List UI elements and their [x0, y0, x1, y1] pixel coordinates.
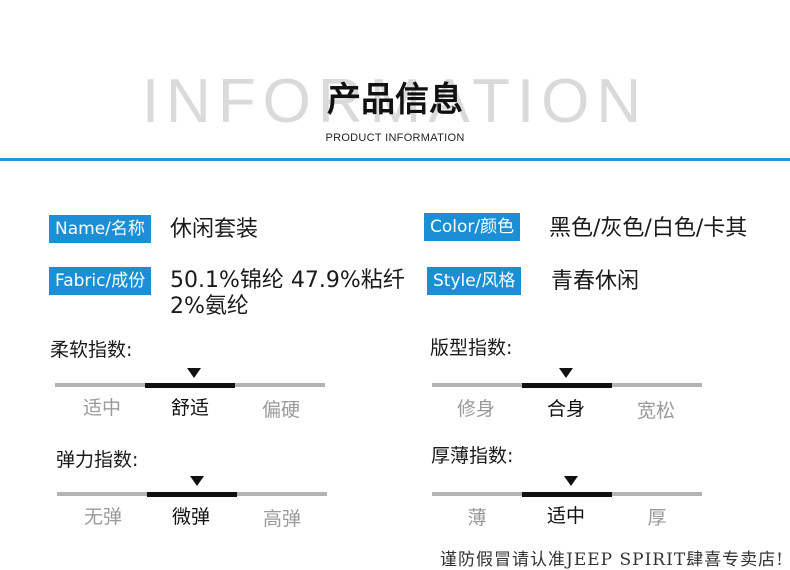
header-divider	[0, 158, 790, 161]
anti-counterfeit-notice: 谨防假冒请认准JEEP SPIRIT肆喜专卖店!	[440, 550, 784, 570]
fit-option-3: 宽松	[636, 400, 675, 422]
fit-title: 版型指数:	[430, 337, 513, 359]
thickness-option-3: 厚	[647, 507, 667, 529]
elasticity-bar	[57, 491, 327, 497]
fit-pointer-icon	[559, 368, 573, 378]
softness-option-2: 舒适	[170, 397, 209, 419]
fit-seg-2	[522, 382, 612, 388]
elasticity-seg-2	[147, 491, 237, 497]
softness-seg-1	[55, 383, 145, 387]
softness-bar	[55, 382, 325, 388]
softness-pointer-icon	[187, 368, 201, 378]
thickness-option-2: 适中	[546, 505, 585, 527]
fabric-value-line2: 2%氨纶	[170, 294, 249, 319]
style-label: Style/风格	[427, 267, 522, 295]
thickness-option-1: 薄	[467, 507, 487, 529]
thickness-seg-2	[522, 491, 612, 497]
thickness-pointer-icon	[564, 476, 578, 486]
fabric-value-line1: 50.1%锦纶 47.9%粘纤	[170, 268, 405, 293]
fit-option-2: 合身	[546, 398, 585, 420]
elasticity-pointer-icon	[190, 476, 204, 486]
softness-title: 柔软指数:	[50, 339, 133, 361]
thickness-seg-3	[612, 492, 702, 496]
background-word: INFORMATION	[141, 67, 649, 136]
elasticity-seg-3	[237, 492, 327, 496]
softness-seg-2	[145, 382, 235, 388]
softness-option-1: 适中	[82, 397, 121, 419]
thickness-bar	[432, 491, 702, 497]
page-title: 产品信息	[327, 80, 463, 120]
fabric-label: Fabric/成份	[49, 267, 152, 295]
thickness-title: 厚薄指数:	[431, 445, 514, 467]
fit-option-1: 修身	[456, 398, 495, 420]
style-value: 青春休闲	[551, 269, 640, 294]
name-value: 休闲套装	[170, 217, 259, 242]
color-label: Color/颜色	[424, 213, 521, 241]
fit-seg-3	[612, 383, 702, 387]
elasticity-option-2: 微弹	[171, 506, 210, 528]
softness-option-3: 偏硬	[261, 399, 300, 421]
softness-seg-3	[235, 383, 325, 387]
elasticity-seg-1	[57, 492, 147, 496]
elasticity-option-1: 无弹	[83, 506, 122, 528]
fit-bar	[432, 382, 702, 388]
elasticity-option-3: 高弹	[262, 508, 301, 530]
page-subtitle: PRODUCT INFORMATION	[325, 132, 465, 144]
thickness-seg-1	[432, 492, 522, 496]
fit-seg-1	[432, 383, 522, 387]
color-value: 黑色/灰色/白色/卡其	[549, 216, 748, 241]
name-label: Name/名称	[49, 215, 151, 243]
elasticity-title: 弹力指数:	[56, 449, 139, 471]
